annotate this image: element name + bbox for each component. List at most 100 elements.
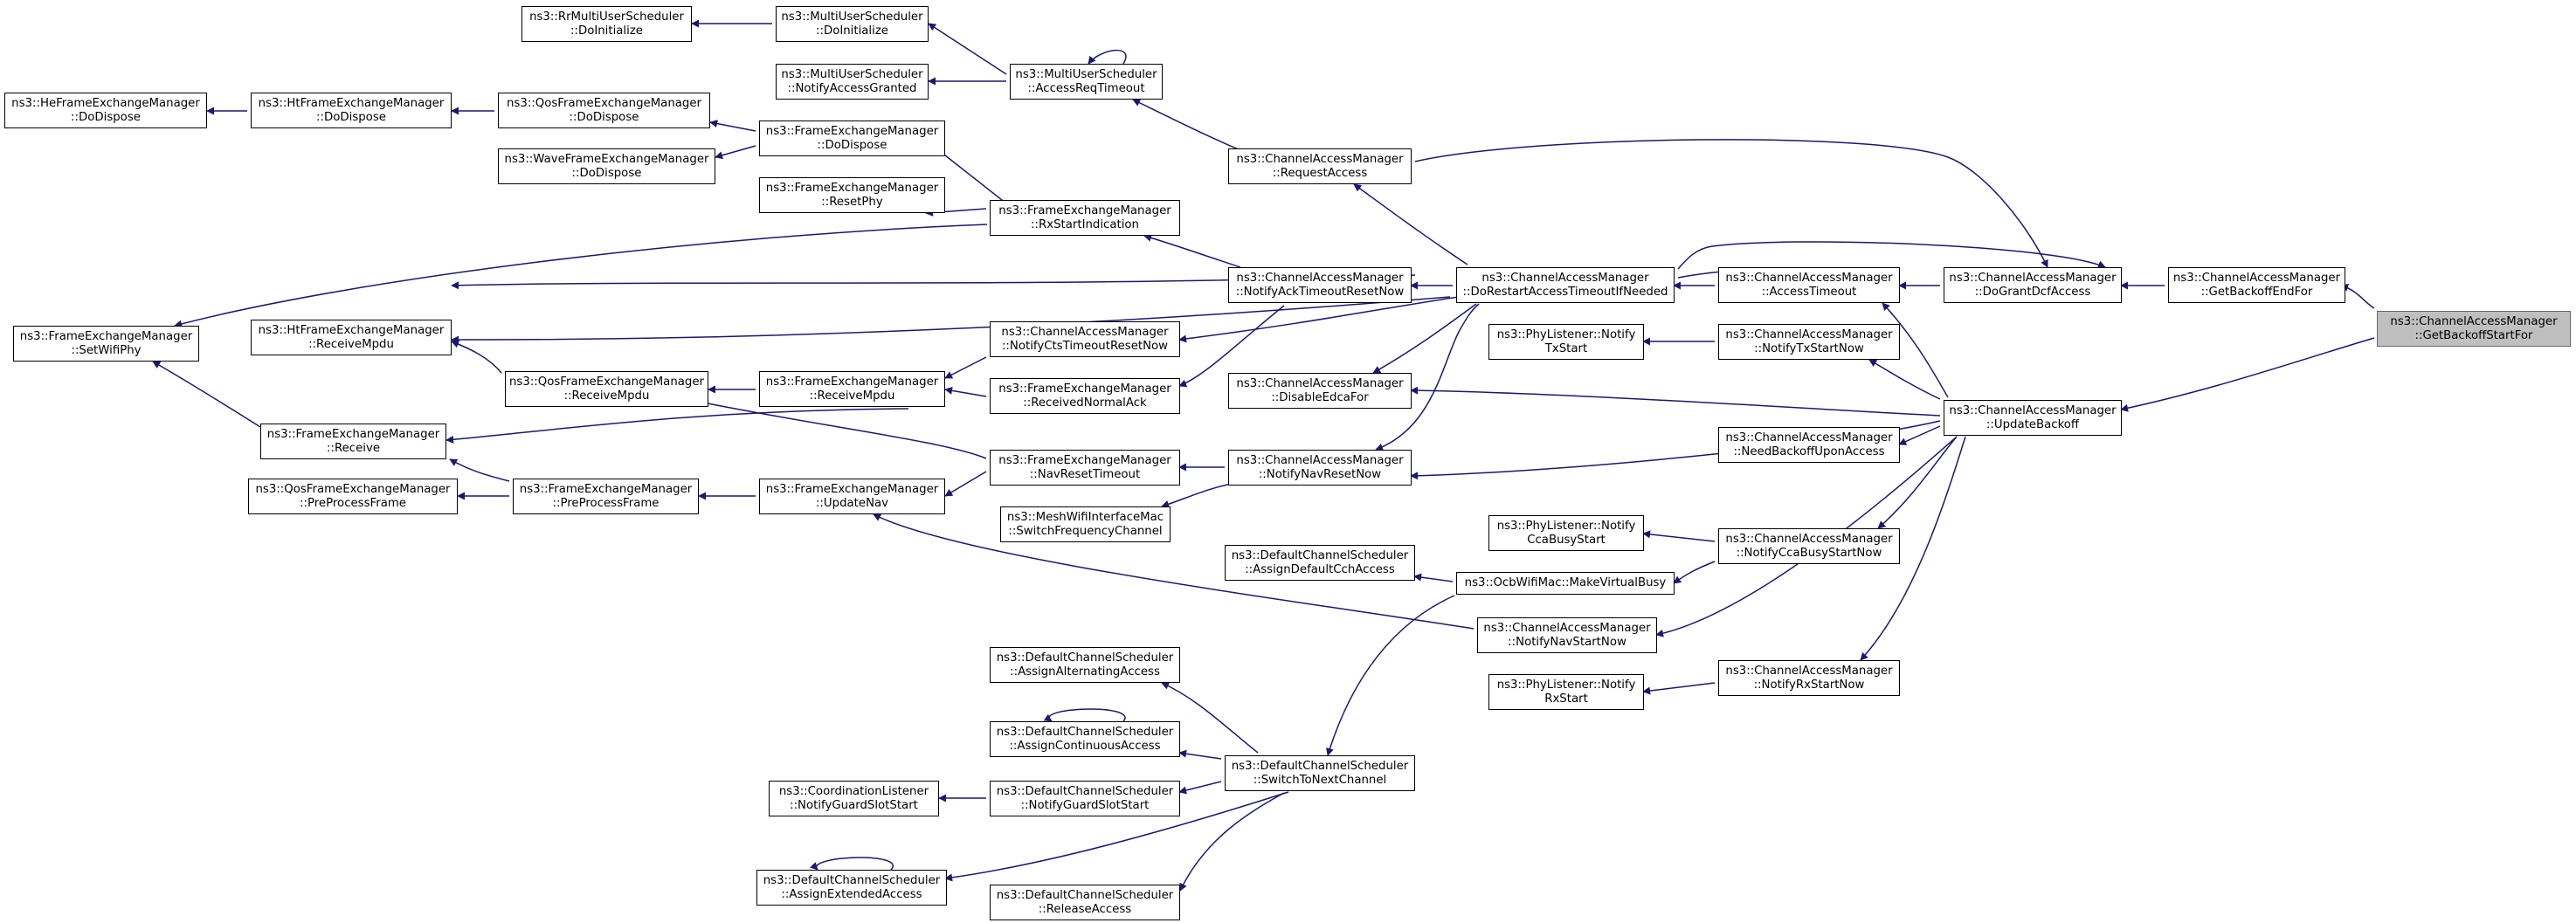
- node-release-access[interactable]: ns3::DefaultChannelScheduler ::ReleaseAc…: [990, 885, 1180, 920]
- node-label: ns3::DefaultChannelScheduler: [763, 873, 941, 887]
- node-label: ns3::ChannelAccessManager: [2172, 271, 2341, 285]
- node-label: ns3::MultiUserScheduler: [781, 10, 923, 24]
- node-coordination-notify-guard-slot-start[interactable]: ns3::CoordinationListener ::NotifyGuardS…: [769, 781, 939, 816]
- node-assign-continuous-access[interactable]: ns3::DefaultChannelScheduler ::AssignCon…: [990, 721, 1180, 757]
- node-access-timeout[interactable]: ns3::ChannelAccessManager ::AccessTimeou…: [1718, 267, 1900, 303]
- node-label: ns3::OcbWifiMac::MakeVirtualBusy: [1464, 576, 1667, 589]
- node-label: ns3::MeshWifiInterfaceMac: [1006, 510, 1164, 524]
- node-label: ::DoRestartAccessTimeoutIfNeeded: [1462, 285, 1668, 299]
- node-fex-nav-reset-timeout[interactable]: ns3::FrameExchangeManager ::NavResetTime…: [990, 450, 1180, 486]
- call-edge: [174, 224, 988, 328]
- node-notify-tx-start-now[interactable]: ns3::ChannelAccessManager ::NotifyTxStar…: [1718, 324, 1900, 360]
- call-edge: [1877, 436, 1958, 529]
- node-fex-receive-mpdu[interactable]: ns3::FrameExchangeManager ::ReceiveMpdu: [759, 371, 945, 407]
- node-get-backoff-end-for[interactable]: ns3::ChannelAccessManager ::GetBackoffEn…: [2168, 267, 2345, 303]
- call-edge: [1413, 573, 1454, 582]
- node-assign-extended-access[interactable]: ns3::DefaultChannelScheduler ::AssignExt…: [756, 870, 947, 906]
- call-edge: [449, 458, 510, 482]
- node-label: ::GetBackoffStartFor: [2414, 328, 2533, 342]
- node-label: TxStart: [1544, 341, 1588, 355]
- node-notify-cts-timeout-reset-now[interactable]: ns3::ChannelAccessManager ::NotifyCtsTim…: [990, 321, 1180, 357]
- node-do-grant-dcf-access[interactable]: ns3::ChannelAccessManager ::DoGrantDcfAc…: [1944, 267, 2122, 303]
- node-label: ns3::FrameExchangeManager: [266, 427, 440, 441]
- call-edge: [810, 857, 894, 871]
- node-fex-rx-start-indication[interactable]: ns3::FrameExchangeManager ::RxStartIndic…: [990, 200, 1180, 236]
- node-assign-alternating-access[interactable]: ns3::DefaultChannelScheduler ::AssignAlt…: [990, 647, 1180, 683]
- node-rr-do-initialize[interactable]: ns3::RrMultiUserScheduler ::DoInitialize: [521, 6, 692, 42]
- node-switch-to-next-channel[interactable]: ns3::DefaultChannelScheduler ::SwitchToN…: [1225, 755, 1415, 791]
- call-edge: [152, 361, 261, 428]
- node-mu-access-req-timeout[interactable]: ns3::MultiUserScheduler ::AccessReqTimeo…: [1010, 64, 1163, 100]
- node-fex-update-nav[interactable]: ns3::FrameExchangeManager ::UpdateNav: [759, 479, 945, 514]
- node-label: ns3::ChannelAccessManager: [1725, 327, 1893, 341]
- node-disable-edca-for[interactable]: ns3::ChannelAccessManager ::DisableEdcaF…: [1228, 373, 1412, 409]
- node-he-do-dispose[interactable]: ns3::HeFrameExchangeManager ::DoDispose: [4, 93, 207, 128]
- node-label: ns3::DefaultChannelScheduler: [1231, 759, 1409, 773]
- node-need-backoff-upon-access[interactable]: ns3::ChannelAccessManager ::NeedBackoffU…: [1718, 427, 1900, 463]
- call-edge: [1882, 302, 1949, 398]
- node-wave-do-dispose[interactable]: ns3::WaveFrameExchangeManager ::DoDispos…: [498, 148, 715, 184]
- call-edge: [1673, 561, 1716, 584]
- node-mu-do-initialize[interactable]: ns3::MultiUserScheduler ::DoInitialize: [776, 6, 929, 42]
- node-label: ns3::FrameExchangeManager: [998, 203, 1171, 217]
- node-label: ::PreProcessFrame: [552, 496, 660, 510]
- node-label: ns3::QosFrameExchangeManager: [255, 482, 451, 496]
- node-fex-do-dispose[interactable]: ns3::FrameExchangeManager ::DoDispose: [759, 121, 945, 156]
- node-mesh-switch-frequency-channel[interactable]: ns3::MeshWifiInterfaceMac ::SwitchFreque…: [1000, 506, 1171, 542]
- node-fex-pre-process-frame[interactable]: ns3::FrameExchangeManager ::PreProcessFr…: [513, 479, 699, 514]
- node-label: ::AssignExtendedAccess: [781, 887, 922, 901]
- node-fex-receive[interactable]: ns3::FrameExchangeManager ::Receive: [260, 424, 446, 459]
- node-mu-notify-access-granted[interactable]: ns3::MultiUserScheduler ::NotifyAccessGr…: [776, 64, 929, 100]
- node-notify-guard-slot-start[interactable]: ns3::DefaultChannelScheduler ::NotifyGua…: [990, 781, 1180, 816]
- node-label: ns3::ChannelAccessManager: [1236, 376, 1404, 390]
- call-edge: [1375, 303, 1480, 451]
- call-edge: [944, 386, 987, 397]
- node-label: ns3::PhyListener::Notify: [1496, 327, 1636, 341]
- call-edge: [698, 399, 987, 459]
- node-label: ns3::FrameExchangeManager: [765, 181, 939, 195]
- call-edge: [1410, 386, 1941, 417]
- call-edge: [1353, 183, 1468, 265]
- node-label: ::NotifyCtsTimeoutResetNow: [1001, 339, 1169, 353]
- node-fex-received-normal-ack[interactable]: ns3::FrameExchangeManager ::ReceivedNorm…: [990, 378, 1180, 414]
- call-edge: [944, 791, 1289, 882]
- node-assign-default-cch-access[interactable]: ns3::DefaultChannelScheduler ::AssignDef…: [1225, 545, 1415, 581]
- node-ht-do-dispose[interactable]: ns3::HtFrameExchangeManager ::DoDispose: [251, 93, 452, 128]
- call-edge: [1372, 303, 1477, 374]
- call-edge: [445, 408, 909, 444]
- node-label: ns3::FrameExchangeManager: [998, 453, 1171, 467]
- node-label: ::SwitchToNextChannel: [1253, 773, 1387, 787]
- node-fex-set-wifi-phy[interactable]: ns3::FrameExchangeManager ::SetWifiPhy: [13, 326, 199, 362]
- node-label: ::DoDispose: [569, 110, 639, 124]
- node-label: ::NotifyRxStartNow: [1753, 678, 1865, 692]
- node-qos-pre-process-frame[interactable]: ns3::QosFrameExchangeManager ::PreProces…: [248, 479, 458, 514]
- node-do-restart-access-timeout-if-needed[interactable]: ns3::ChannelAccessManager ::DoRestartAcc…: [1456, 267, 1675, 303]
- node-label: ns3::FrameExchangeManager: [998, 382, 1171, 396]
- node-label: ns3::ChannelAccessManager: [1949, 271, 2117, 285]
- node-label: ns3::QosFrameExchangeManager: [509, 375, 704, 389]
- node-make-virtual-busy[interactable]: ns3::OcbWifiMac::MakeVirtualBusy: [1456, 572, 1675, 595]
- node-notify-nav-reset-now[interactable]: ns3::ChannelAccessManager ::NotifyNavRes…: [1228, 450, 1412, 486]
- node-label: ns3::HtFrameExchangeManager: [258, 96, 445, 110]
- node-ht-receive-mpdu[interactable]: ns3::HtFrameExchangeManager ::ReceiveMpd…: [251, 320, 452, 355]
- node-qos-receive-mpdu[interactable]: ns3::QosFrameExchangeManager ::ReceiveMp…: [505, 371, 708, 407]
- node-notify-nav-start-now[interactable]: ns3::ChannelAccessManager ::NotifyNavSta…: [1477, 617, 1657, 653]
- node-label: ns3::ChannelAccessManager: [2390, 314, 2558, 328]
- node-notify-cca-busy-start-now[interactable]: ns3::ChannelAccessManager ::NotifyCcaBus…: [1718, 528, 1900, 564]
- node-label: ::DoDispose: [571, 166, 642, 180]
- node-label: ::NavResetTimeout: [1029, 467, 1141, 481]
- node-phy-notify-cca-busy-start[interactable]: ns3::PhyListener::Notify CcaBusyStart: [1488, 515, 1644, 551]
- node-label: ::NotifyGuardSlotStart: [790, 798, 918, 812]
- node-notify-ack-timeout-reset-now[interactable]: ns3::ChannelAccessManager ::NotifyAckTim…: [1228, 267, 1412, 303]
- node-phy-notify-rx-start[interactable]: ns3::PhyListener::Notify RxStart: [1488, 674, 1644, 710]
- call-edge: [709, 120, 756, 132]
- node-label: ::NotifyGuardSlotStart: [1020, 798, 1150, 812]
- node-label: ns3::ChannelAccessManager: [1236, 271, 1404, 285]
- node-phy-notify-tx-start[interactable]: ns3::PhyListener::Notify TxStart: [1488, 324, 1644, 360]
- node-request-access[interactable]: ns3::ChannelAccessManager ::RequestAcces…: [1228, 148, 1412, 184]
- node-update-backoff[interactable]: ns3::ChannelAccessManager ::UpdateBackof…: [1944, 400, 2122, 436]
- node-fex-reset-phy[interactable]: ns3::FrameExchangeManager ::ResetPhy: [759, 177, 945, 213]
- node-notify-rx-start-now[interactable]: ns3::ChannelAccessManager ::NotifyRxStar…: [1718, 660, 1900, 696]
- node-qos-do-dispose[interactable]: ns3::QosFrameExchangeManager ::DoDispose: [498, 93, 710, 128]
- node-label: ns3::DefaultChannelScheduler: [996, 888, 1174, 902]
